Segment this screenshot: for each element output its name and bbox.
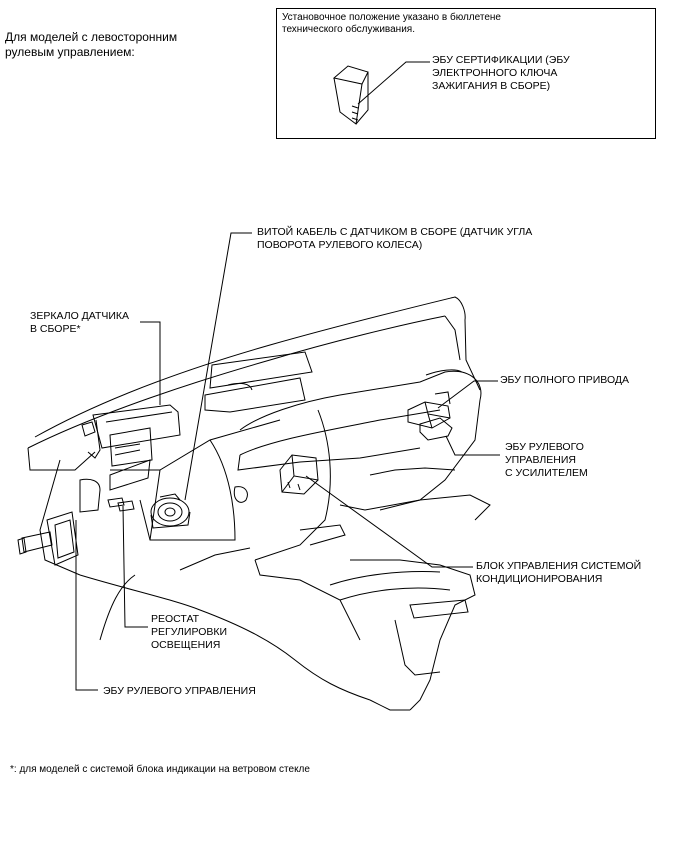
leader-steering-ecu: [75, 520, 98, 691]
spiral-cable-icon: [150, 493, 191, 529]
certification-ecu-icon: [332, 65, 369, 125]
label-awd-ecu: ЭБУ ПОЛНОГО ПРИВОДА: [500, 374, 630, 386]
dashboard-outline: [27, 296, 491, 711]
label-certification-ecu: ЭБУ СЕРТИФИКАЦИИ (ЭБУ ЭЛЕКТРОННОГО КЛЮЧА…: [432, 54, 570, 92]
label-eps-ecu: ЭБУ РУЛЕВОГО УПРАВЛЕНИЯ С УСИЛИТЕЛЕМ: [505, 441, 588, 479]
leader-spiral-cable: [184, 232, 252, 501]
heading: Для моделей с левосторонним рулевым упра…: [5, 30, 178, 59]
leader-certification: [357, 61, 430, 105]
leader-awd-ecu: [437, 380, 498, 409]
footnote: *: для моделей с системой блока индикаци…: [10, 764, 310, 775]
inset-note: Установочное положение указано в бюллете…: [282, 12, 501, 35]
label-light-rheostat: РЕОСТАТ РЕГУЛИРОВКИ ОСВЕЩЕНИЯ: [151, 613, 228, 651]
leader-sensor-mirror: [140, 321, 161, 405]
eps-ecu-icon: [419, 417, 453, 441]
label-steering-ecu: ЭБУ РУЛЕВОГО УПРАВЛЕНИЯ: [103, 685, 256, 697]
leader-eps-ecu: [445, 435, 500, 456]
inset-box: [276, 8, 656, 139]
light-rheostat-icon: [117, 500, 135, 512]
sensor-mirror-icon: [81, 404, 181, 467]
awd-ecu-icon: [407, 391, 451, 429]
label-spiral-cable: ВИТОЙ КАБЕЛЬ С ДАТЧИКОМ В СБОРЕ (ДАТЧИК …: [257, 226, 533, 251]
leader-ac-amplifier: [305, 475, 473, 568]
label-sensor-mirror: ЗЕРКАЛО ДАТЧИКА В СБОРЕ*: [30, 310, 130, 335]
leader-light-rheostat: [122, 505, 148, 628]
steering-ecu-icon: [17, 511, 79, 566]
leader-lines: [75, 232, 500, 691]
label-ac-amplifier: БЛОК УПРАВЛЕНИЯ СИСТЕМОЙ КОНДИЦИОНИРОВАН…: [476, 560, 642, 585]
